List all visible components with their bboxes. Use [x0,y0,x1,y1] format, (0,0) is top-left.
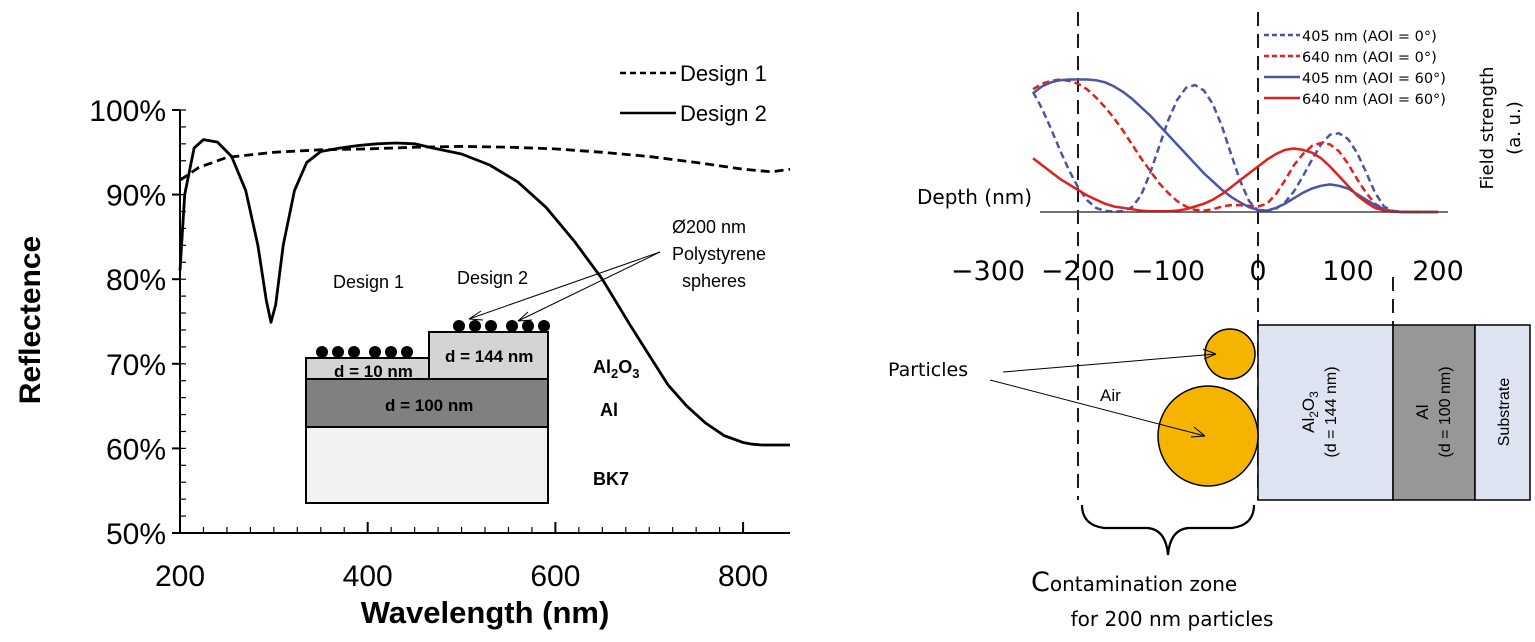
legend-405-60-label: 405 nm (AOI = 60°) [1302,71,1446,87]
substrate-label: Substrate [1496,378,1513,447]
x-tick-label: 200 [155,560,205,593]
polystyrene-sphere [453,320,465,332]
al2o3-thick-layer [428,331,549,380]
al2o3-layer-right [1257,324,1394,501]
spheres-label-line2: Polystyrene [672,244,766,264]
layer-d10-label: d = 10 nm [334,362,413,381]
al-label-right: Al [1413,404,1432,419]
al2o3-thickness-label: (d = 144 nm) [1323,366,1340,457]
legend-640-60-label: 640 nm (AOI = 60°) [1302,92,1446,108]
right-x-tick-label: −100 [1131,256,1205,287]
polystyrene-sphere [332,346,344,358]
polystyrene-sphere [538,320,550,332]
al2o3-label-right: Al2O3 [1299,391,1321,433]
left-legend: Design 1 Design 2 [620,61,767,126]
left-series [178,138,791,447]
layer-d100-label: d = 100 nm [385,396,473,415]
right-x-ticks: −300 −200 −100 0 100 200 [951,256,1464,287]
left-y-axis-label: Reflectence [14,236,47,404]
legend-design1-label: Design 1 [680,61,767,86]
contamination-zone-label-line2: for 200 nm particles [1071,607,1274,631]
series-line-design-2 [178,138,790,447]
particle-arrows [989,348,1217,438]
right-y-axis-label-line2: (a. u.) [1504,101,1525,155]
spheres-label-line1: Ø200 nm [672,217,746,237]
x-tick-label: 800 [718,560,768,593]
polystyrene-sphere [522,320,534,332]
x-tick-label: 400 [343,560,393,593]
left-x-ticks: 200 400 600 800 [155,522,768,593]
contamination-zone-label: Contamination zone [1031,567,1237,598]
y-tick-label: 100% [89,95,166,128]
layer-d144-label: d = 144 nm [445,347,533,366]
field-series-line-2 [1032,78,1438,214]
bk7-layer [305,426,549,504]
y-tick-label: 80% [106,264,166,297]
polystyrene-spheres [316,320,550,358]
left-y-ticks: 50% 60% 70% 80% 90% 100% [89,95,180,551]
right-y-axis-label-line1: Field strength [1477,66,1498,189]
field-strength-chart: Depth (nm) −300 −200 −100 0 100 200 405 nm (A… [888,12,1531,631]
y-tick-label: 90% [106,180,166,213]
polystyrene-sphere [506,320,518,332]
y-tick-label: 50% [106,518,166,551]
particles-label: Particles [888,359,968,381]
reflectance-chart: 50% 60% 70% 80% 90% 100% 200 400 600 800 Reflect… [14,61,791,630]
al-label-left: Al [600,400,618,420]
right-layer-stack: Al2O3 (d = 144 nm) Al (d = 100 nm) Subst… [1257,324,1531,501]
right-x-tick-label: 200 [1412,256,1464,287]
substrate-layer [1474,324,1531,501]
layer-stack-inset: d = 10 nm d = 144 nm d = 100 nm Al2O3 Al… [305,217,766,504]
polystyrene-sphere [369,346,381,358]
large-particle [1157,385,1259,487]
right-series [1031,78,1438,214]
legend-640-0-label: 640 nm (AOI = 0°) [1302,50,1437,66]
air-label: Air [1100,386,1121,405]
field-series-line-3 [1032,78,1438,214]
y-tick-label: 70% [106,349,166,382]
x-tick-label: 600 [530,560,580,593]
al-thickness-label: (d = 100 nm) [1437,366,1454,457]
spheres-label-line3: spheres [682,271,746,291]
bk7-label: BK7 [593,469,629,489]
right-x-tick-label: −200 [1041,256,1115,287]
polystyrene-sphere [401,346,413,358]
al2o3-label-left: Al2O3 [593,357,639,381]
field-series-line-1 [1031,83,1438,214]
design1-label: Design 1 [333,272,404,292]
right-legend: 405 nm (AOI = 0°) 640 nm (AOI = 0°) 405 … [1264,29,1446,108]
small-particle [1204,328,1256,380]
field-series-line-4 [1032,147,1438,214]
legend-design2-label: Design 2 [680,101,767,126]
right-x-tick-label: 0 [1249,256,1266,287]
series-line-design-1 [179,144,791,182]
contamination-zone-brace [1080,504,1256,556]
y-tick-label: 60% [106,433,166,466]
polystyrene-sphere [316,346,328,358]
right-x-tick-label: 100 [1322,256,1374,287]
design2-label: Design 2 [457,268,528,288]
polystyrene-sphere [485,320,497,332]
polystyrene-sphere [469,320,481,332]
polystyrene-sphere [385,346,397,358]
right-x-tick-label: −300 [951,256,1025,287]
legend-405-0-label: 405 nm (AOI = 0°) [1302,29,1437,45]
polystyrene-sphere [348,346,360,358]
al-layer-right [1392,324,1476,501]
al-layer [305,378,549,428]
right-x-axis-label: Depth (nm) [917,185,1032,209]
left-x-axis-label: Wavelength (nm) [361,595,610,630]
sphere-arrows [468,251,661,322]
